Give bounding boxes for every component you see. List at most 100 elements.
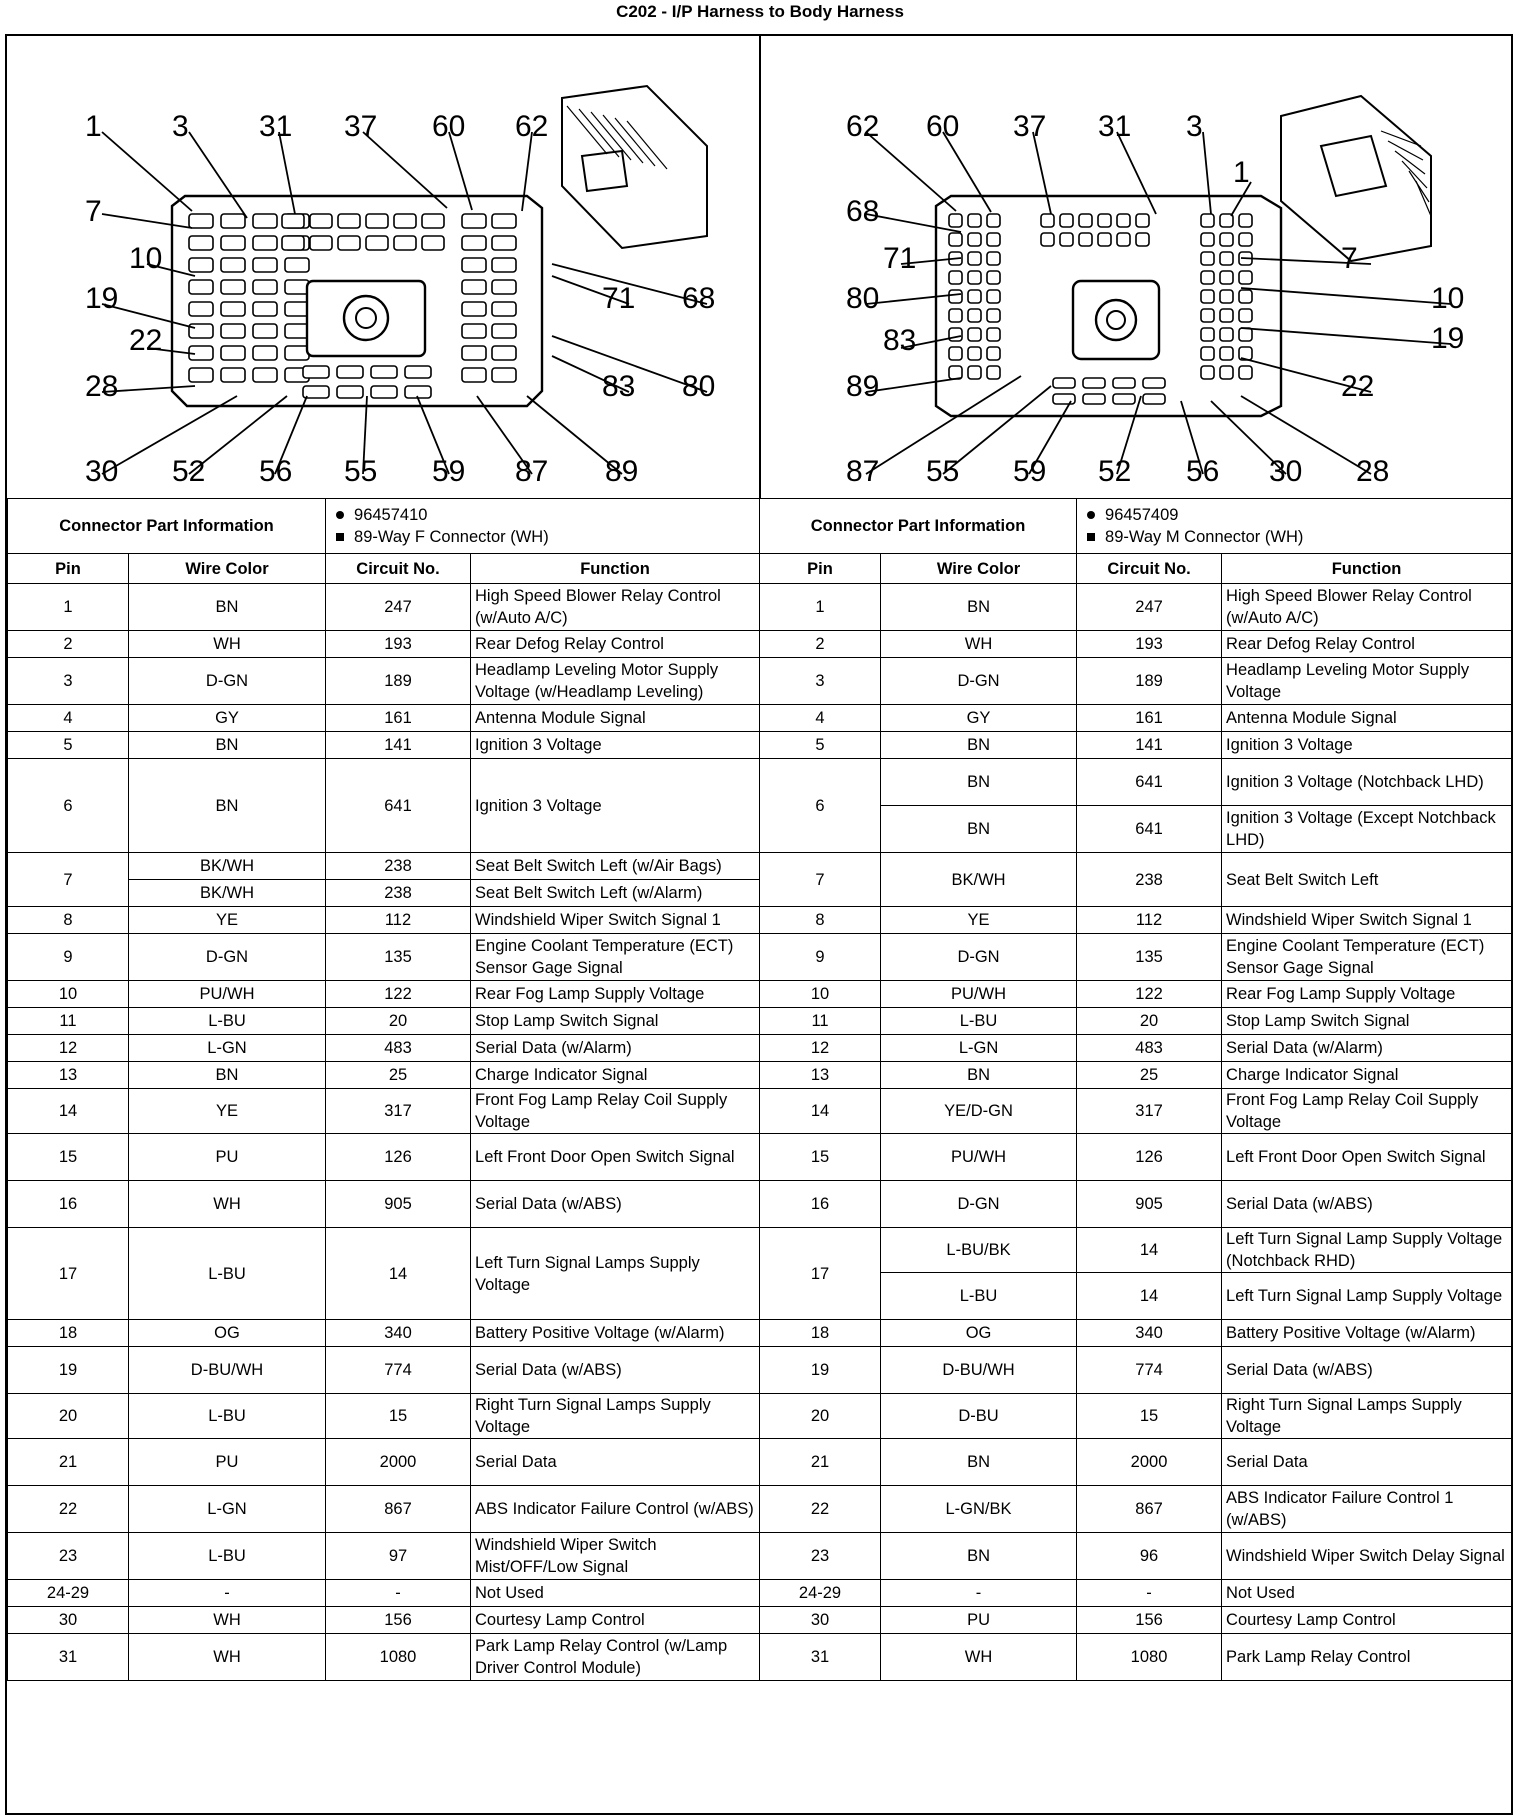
cavity: [1200, 308, 1215, 323]
connector-info-row: Connector Part Information 96457410 89-W…: [6, 498, 1513, 554]
pin-number-label: 3: [1186, 110, 1203, 143]
header-circuit: Circuit No.: [325, 553, 472, 584]
pin-cell: 1: [759, 583, 882, 631]
function-cell: Right Turn Signal Lamps Supply Voltage: [470, 1393, 761, 1439]
pin-cell: 12: [759, 1034, 882, 1062]
leader-line: [521, 131, 533, 212]
circuit-cell: 126: [325, 1133, 472, 1181]
wire-color-cell: WH: [880, 1633, 1078, 1681]
pin-number-label: 60: [926, 110, 959, 143]
pin-number-label: 28: [85, 370, 118, 403]
cavity: [1219, 289, 1234, 304]
function-cell: ABS Indicator Failure Control 1 (w/ABS): [1221, 1485, 1513, 1533]
cavity: [1135, 213, 1150, 228]
pin-cell: 4: [759, 704, 882, 732]
cavity: [967, 346, 982, 361]
cavity: [220, 235, 246, 251]
leader-line: [1116, 131, 1157, 215]
leader-line: [865, 377, 962, 393]
pin-cell: 16: [7, 1180, 129, 1228]
leader-line: [448, 131, 473, 211]
pin-cell: 19: [7, 1346, 129, 1394]
leader-line: [865, 213, 962, 233]
cavity: [1082, 377, 1106, 389]
circuit-cell: 774: [1076, 1346, 1223, 1394]
circuit-cell: 238: [325, 852, 472, 880]
pin-cell: 19: [759, 1346, 882, 1394]
pin-cell: 14: [759, 1088, 882, 1134]
connector-3d-sketch: [561, 84, 708, 250]
connector-3d-sketch: [1394, 150, 1426, 175]
circuit-cell: 238: [325, 879, 472, 907]
cavity: [337, 235, 361, 251]
pinout-table: Connector Part Information 96457410 89-W…: [6, 498, 1513, 1681]
pin-cell: 20: [7, 1393, 129, 1439]
cavity: [461, 367, 487, 383]
pin-cell: 3: [7, 657, 129, 705]
cavity: [1200, 232, 1215, 247]
cavity: [1097, 213, 1112, 228]
pin-number-label: 28: [1356, 455, 1389, 488]
cavity: [1238, 232, 1253, 247]
cavity: [967, 365, 982, 380]
bullet-icon: [336, 510, 345, 519]
leader-line: [1202, 131, 1212, 215]
pin-number-label: 22: [129, 324, 162, 357]
cavity: [461, 257, 487, 273]
circuit-cell: 14: [325, 1227, 472, 1320]
circuit-cell: 25: [1076, 1061, 1223, 1089]
wire-color-cell: D-GN: [880, 1180, 1078, 1228]
pin-number-label: 56: [1186, 455, 1219, 488]
connector-3d-sketch: [566, 105, 608, 155]
pin-number-label: 83: [883, 324, 916, 357]
cavity: [1200, 289, 1215, 304]
circuit-cell: 189: [1076, 657, 1223, 705]
pin-number-label: 7: [85, 195, 102, 228]
circuit-cell: 156: [325, 1606, 472, 1634]
pin-cell: 21: [7, 1438, 129, 1486]
function-cell: Rear Defog Relay Control: [470, 630, 761, 658]
circuit-cell: -: [1076, 1579, 1223, 1607]
cavity: [1040, 213, 1055, 228]
wire-color-cell: BN: [127, 1061, 327, 1089]
leader-line: [278, 131, 296, 215]
pin-number-label: 55: [926, 455, 959, 488]
cavity: [461, 323, 487, 339]
cavity: [967, 251, 982, 266]
leader-line: [551, 355, 630, 393]
cavity: [337, 213, 361, 229]
cavity: [1238, 308, 1253, 323]
pin-number-label: 37: [344, 110, 377, 143]
function-cell: Rear Fog Lamp Supply Voltage: [1221, 980, 1513, 1008]
wire-color-cell: BN: [127, 583, 327, 631]
cavity: [336, 365, 364, 379]
function-cell: Engine Coolant Temperature (ECT) Sensor …: [1221, 933, 1513, 981]
cavity: [309, 213, 333, 229]
pin-cell: 30: [7, 1606, 129, 1634]
circuit-cell: 20: [325, 1007, 472, 1035]
circuit-cell: 641: [1076, 758, 1223, 806]
pin-cell: 15: [759, 1133, 882, 1181]
circuit-cell: 867: [325, 1485, 472, 1533]
pin-number-label: 1: [85, 110, 102, 143]
function-cell: Windshield Wiper Switch Signal 1: [1221, 906, 1513, 934]
leader-line: [416, 395, 450, 475]
circuit-cell: 1080: [1076, 1633, 1223, 1681]
cavity: [220, 323, 246, 339]
circuit-cell: 247: [325, 583, 472, 631]
circuit-cell: 193: [325, 630, 472, 658]
leader-line: [188, 395, 288, 475]
pin-number-label: 68: [682, 282, 715, 315]
pin-number-label: 89: [846, 370, 879, 403]
wire-color-cell: PU/WH: [127, 980, 327, 1008]
wire-color-cell: YE: [880, 906, 1078, 934]
cavity: [302, 365, 330, 379]
pin-number-label: 59: [1013, 455, 1046, 488]
header-function: Function: [470, 553, 761, 584]
cavity: [365, 235, 389, 251]
circuit-cell: 14: [1076, 1272, 1223, 1320]
cavity: [1200, 251, 1215, 266]
cavity: [1238, 327, 1253, 342]
